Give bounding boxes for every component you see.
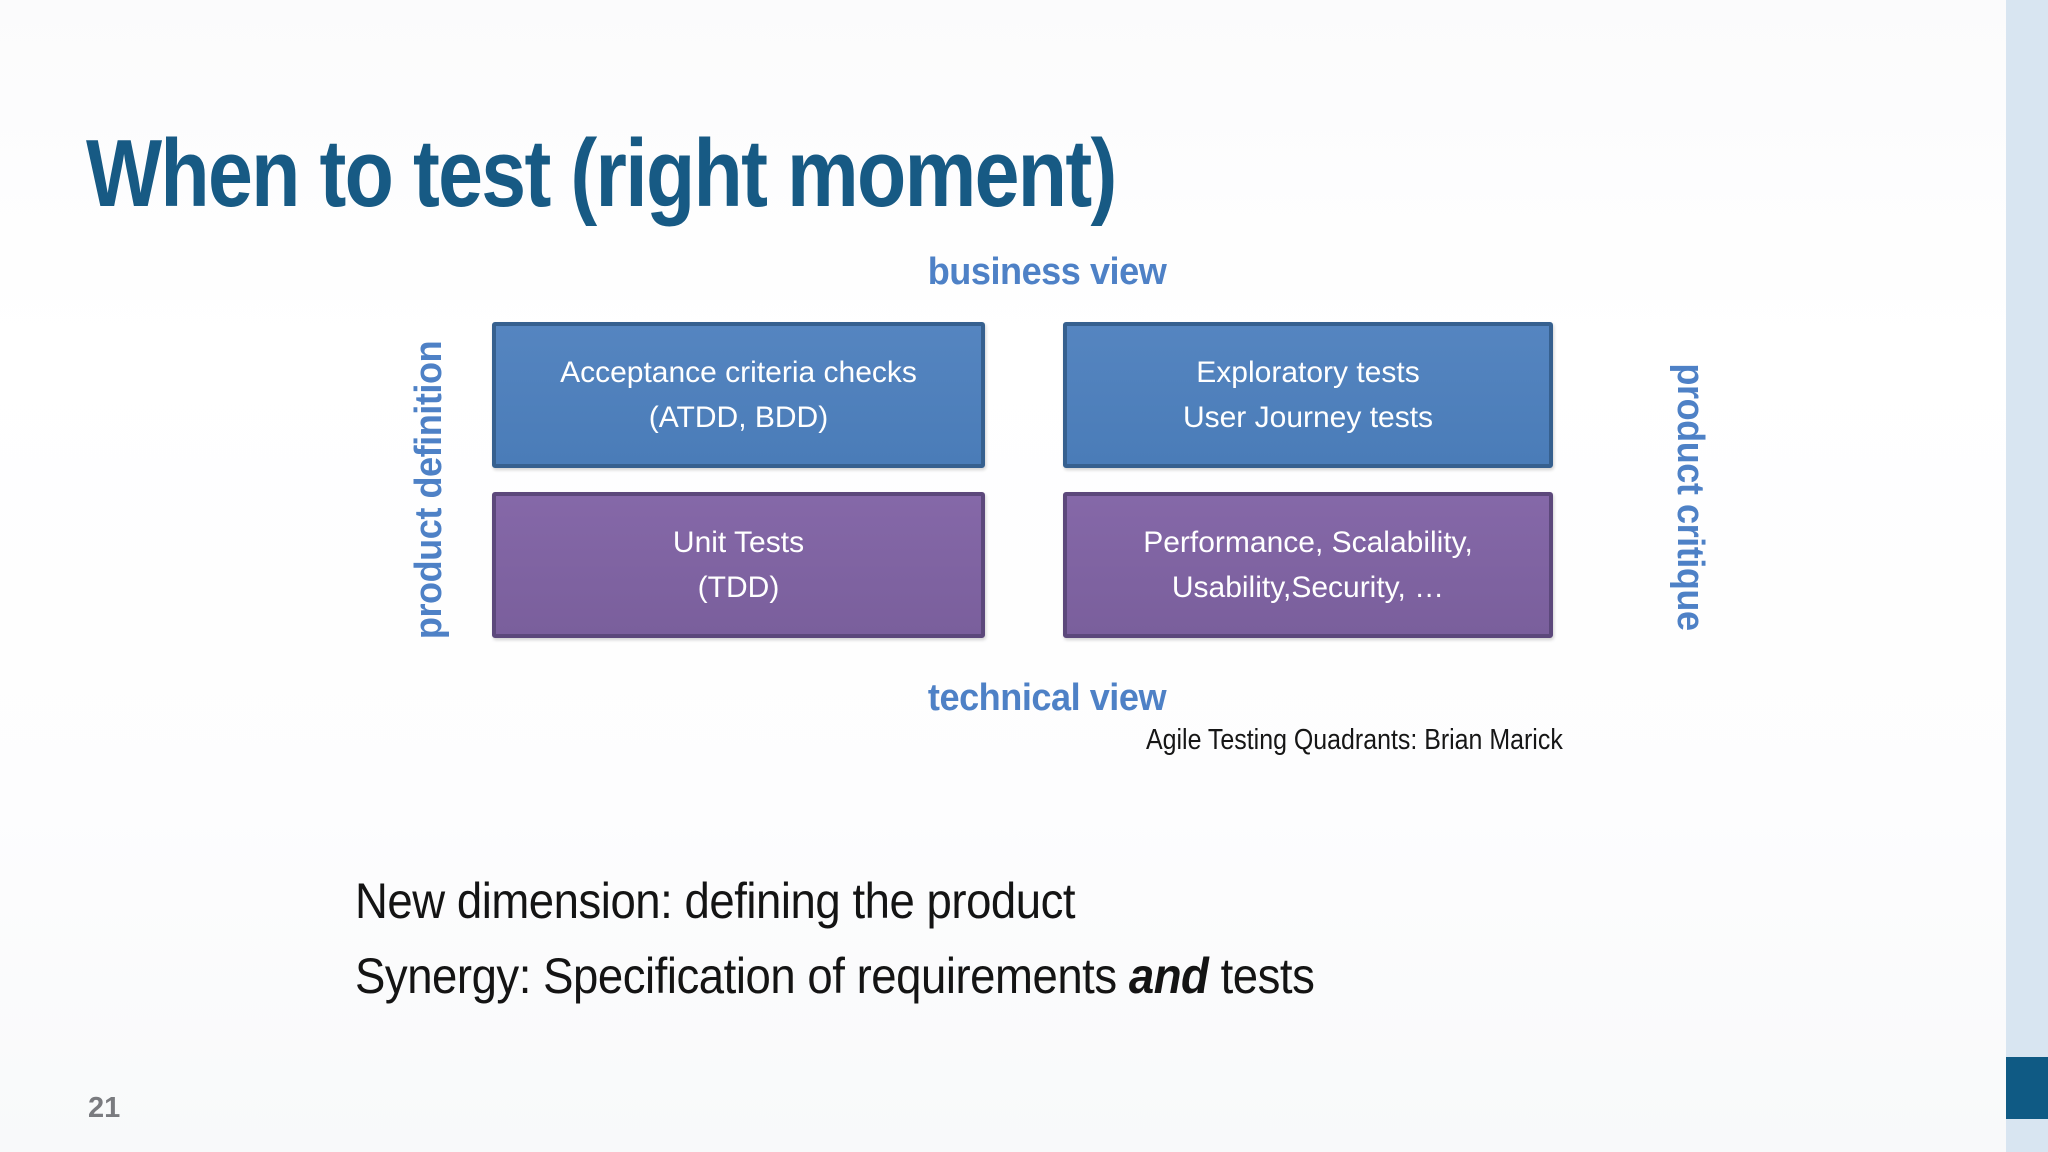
quadrant-text-line: Exploratory tests <box>1196 356 1420 389</box>
note-line-2: Synergy: Specification of requirements a… <box>355 939 1315 1014</box>
quadrant-text-line: Unit Tests <box>672 526 805 559</box>
quadrant-text-line: Usability,Security, … <box>1171 571 1445 604</box>
quadrant-unit-tests: Unit Tests (TDD) <box>492 492 985 638</box>
quadrant-text-line: User Journey tests <box>1182 401 1434 434</box>
axis-label-product-critique: product critique <box>1669 363 1711 631</box>
note-line-2-emphasis: and <box>1128 948 1209 1004</box>
axis-label-technical-view: technical view <box>927 677 1167 719</box>
note-line-1: New dimension: defining the product <box>355 873 1076 929</box>
right-edge-strip <box>2006 0 2048 1152</box>
quadrant-performance-security: Performance, Scalability, Usability,Secu… <box>1063 492 1553 638</box>
quadrant-text-line: Acceptance criteria checks <box>560 356 917 389</box>
notes-block: New dimension: defining the product Syne… <box>355 864 1315 1014</box>
page-number: 21 <box>88 1092 121 1124</box>
quadrant-text-line: Performance, Scalability, <box>1143 526 1473 559</box>
quadrant-acceptance-criteria: Acceptance criteria checks (ATDD, BDD) <box>492 322 985 468</box>
axis-label-business-view: business view <box>927 251 1167 293</box>
slide-title: When to test (right moment) <box>86 120 1117 228</box>
note-line-2-prefix: Synergy: Specification of requirements <box>355 948 1129 1004</box>
note-line-2-suffix: tests <box>1208 948 1315 1004</box>
quadrant-exploratory-tests: Exploratory tests User Journey tests <box>1063 322 1553 468</box>
quadrant-text-line: (TDD) <box>697 571 780 604</box>
quadrant-text-line: (ATDD, BDD) <box>648 401 829 434</box>
diagram-attribution: Agile Testing Quadrants: Brian Marick <box>1146 724 1563 756</box>
right-edge-accent-block <box>2006 1057 2048 1119</box>
axis-label-product-definition: product definition <box>408 340 450 640</box>
